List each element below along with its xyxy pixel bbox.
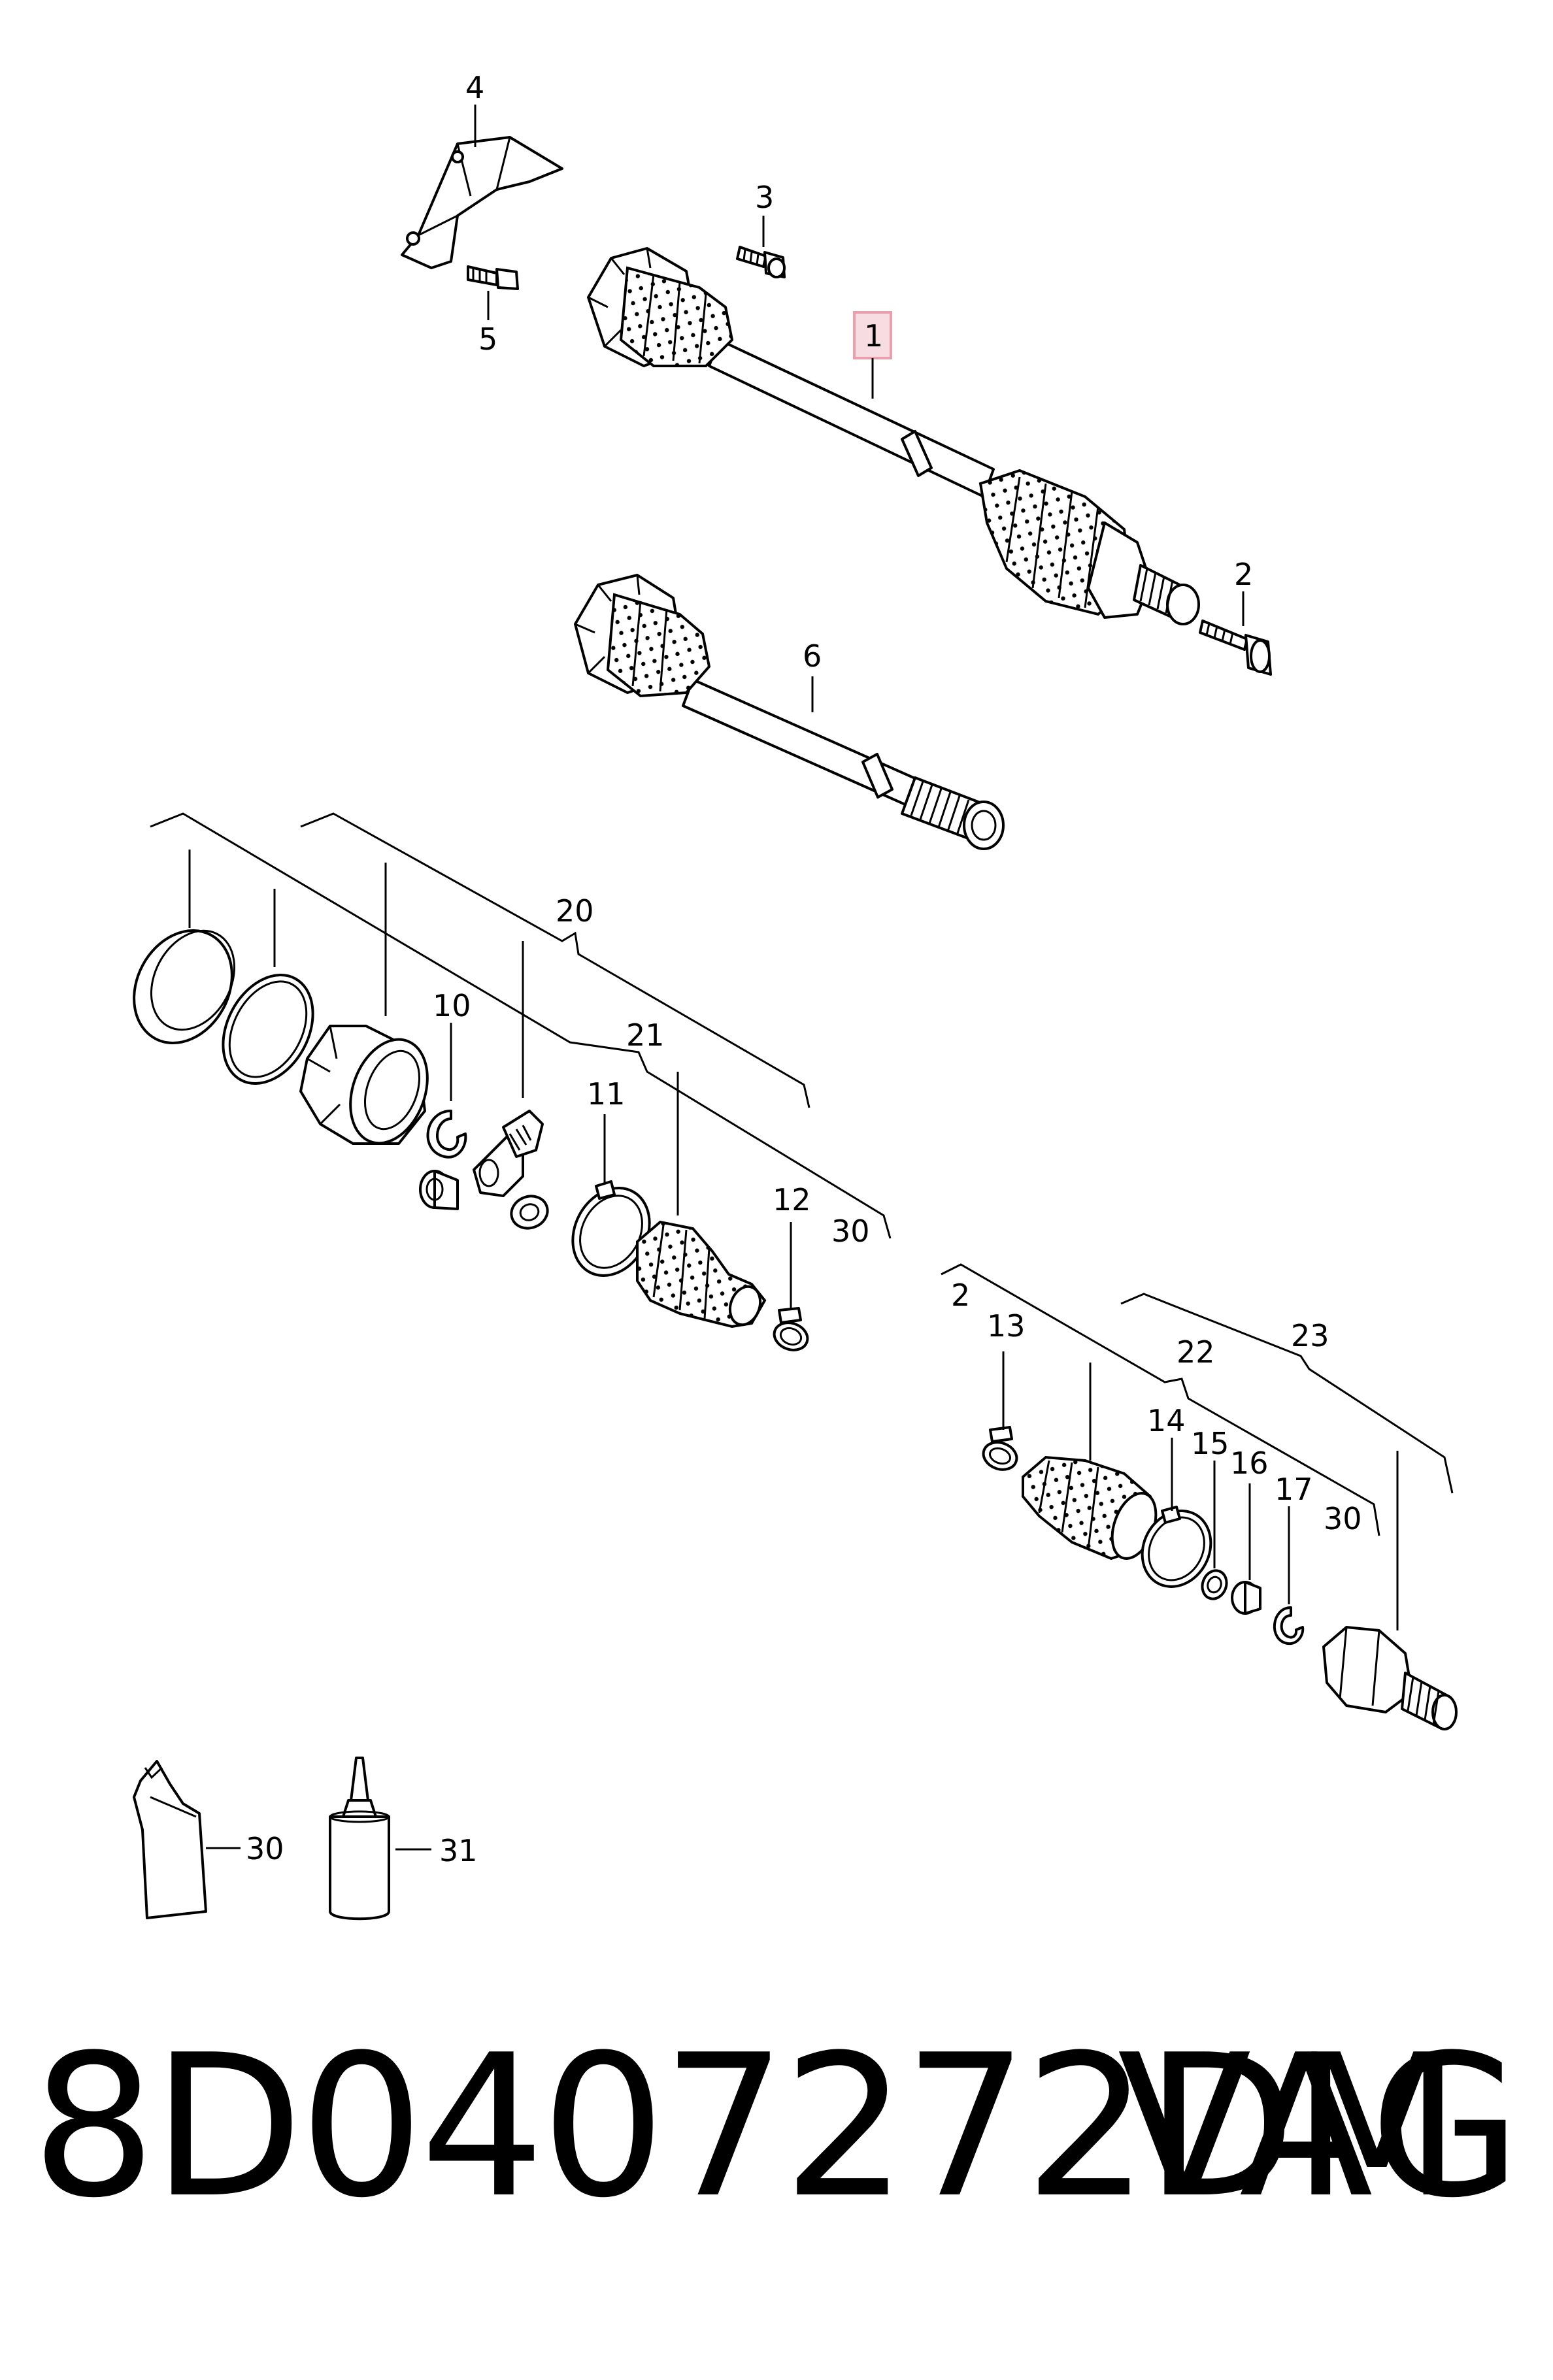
callout-2-right: 2 xyxy=(951,1278,970,1313)
inner-joint-housing xyxy=(299,1025,429,1145)
ring-16 xyxy=(1231,1581,1261,1615)
sealant-bottle xyxy=(329,1757,390,1921)
group-bracket-right xyxy=(941,1263,1454,1630)
callout-11: 11 xyxy=(587,1076,626,1112)
bolt-3 xyxy=(736,246,786,278)
callout-13: 13 xyxy=(987,1308,1026,1344)
brand-label: VAG xyxy=(1117,2013,1522,2241)
callout-16: 16 xyxy=(1230,1446,1269,1481)
clamp-11 xyxy=(571,1180,651,1277)
o-ring xyxy=(222,974,314,1085)
washer-15 xyxy=(1201,1569,1228,1600)
drive-shaft-1 xyxy=(587,247,1200,625)
spacer-left xyxy=(419,1170,459,1210)
boot-inner xyxy=(636,1220,767,1329)
seal-ring-large xyxy=(133,929,236,1044)
boot-outer xyxy=(1022,1455,1158,1561)
callout-5: 5 xyxy=(478,322,497,357)
callout-30-c: 30 xyxy=(246,1831,284,1866)
callout-1-highlight xyxy=(853,311,892,359)
group-bracket-left xyxy=(150,812,892,1239)
circlip-10 xyxy=(426,1110,467,1159)
callout-30-a: 30 xyxy=(831,1214,870,1249)
clamp-14 xyxy=(1141,1506,1212,1588)
callout-4: 4 xyxy=(465,70,484,105)
tripod-joint xyxy=(473,1110,544,1197)
bearing-cup xyxy=(510,1195,549,1230)
callout-10: 10 xyxy=(433,988,471,1023)
callout-31: 31 xyxy=(439,1833,478,1868)
callout-30-b: 30 xyxy=(1324,1501,1362,1536)
bolt-5 xyxy=(467,265,519,290)
outer-cv-joint xyxy=(1322,1626,1458,1730)
callout-15: 15 xyxy=(1191,1426,1229,1461)
callout-12: 12 xyxy=(773,1182,811,1217)
footer: 8D0407272DM VAG xyxy=(0,2019,1553,2235)
drive-shaft-6 xyxy=(574,574,1005,850)
part-number: 8D0407272DM xyxy=(31,2013,1461,2241)
callout-22: 22 xyxy=(1177,1334,1215,1370)
callout-2-top: 2 xyxy=(1234,557,1253,592)
clamp-13 xyxy=(982,1426,1018,1471)
callout-14: 14 xyxy=(1147,1403,1186,1438)
bolt-2-top xyxy=(1199,620,1272,676)
callout-21: 21 xyxy=(626,1017,665,1053)
callout-1: 1 xyxy=(864,318,883,354)
clamp-12 xyxy=(773,1307,809,1351)
callout-23: 23 xyxy=(1291,1318,1329,1353)
callout-20: 20 xyxy=(556,893,594,929)
callout-3: 3 xyxy=(755,180,774,215)
heat-shield xyxy=(401,136,563,269)
callout-17: 17 xyxy=(1275,1472,1313,1507)
grease-tube xyxy=(133,1760,207,1919)
callout-6: 6 xyxy=(803,638,822,674)
circlip-17 xyxy=(1273,1606,1305,1645)
